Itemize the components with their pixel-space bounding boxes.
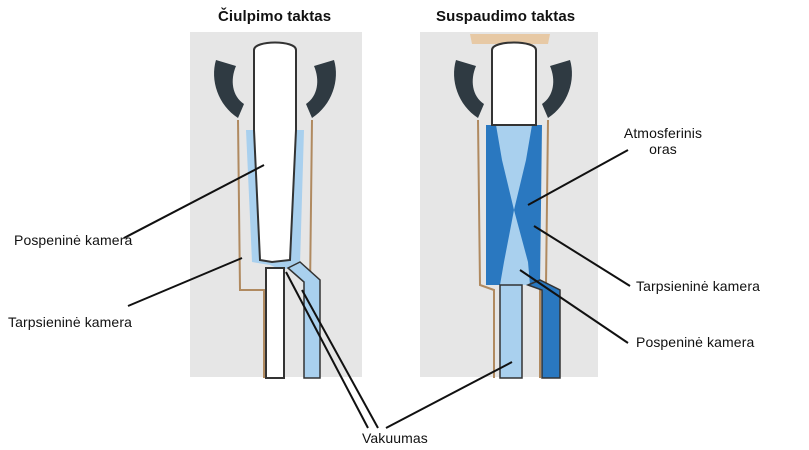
- label-tarpsienine-kamera-right: Tarpsieninė kamera: [636, 278, 760, 294]
- label-pospenine-kamera-left: Pospeninė kamera: [14, 232, 132, 248]
- label-oras-line2: oras: [622, 141, 704, 157]
- label-pospenine-kamera-right: Pospeninė kamera: [636, 334, 754, 350]
- label-atmosferinis-oras: Atmosferinis oras: [622, 125, 704, 157]
- label-vakuumas: Vakuumas: [362, 430, 428, 446]
- right-liner-top: [492, 43, 536, 126]
- right-milk-tube: [500, 285, 522, 378]
- title-suction-phase: Čiulpimo taktas: [218, 8, 331, 25]
- label-tarpsienine-kamera-left: Tarpsieninė kamera: [8, 314, 132, 330]
- suction-phase-illustration: [190, 32, 362, 378]
- compression-phase-illustration: [420, 32, 598, 378]
- left-milk-tube: [266, 268, 284, 378]
- left-liner: [254, 43, 296, 263]
- title-compression-phase: Suspaudimo taktas: [436, 8, 575, 25]
- label-atmosferinis-line1: Atmosferinis: [622, 125, 704, 141]
